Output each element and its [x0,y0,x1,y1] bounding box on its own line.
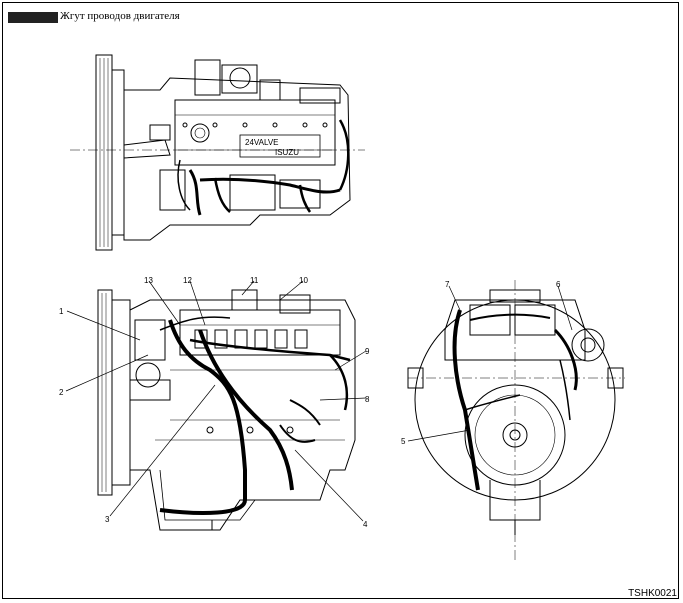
callout-8: 8 [365,395,370,404]
page-title: Жгут проводов двигателя [60,10,180,22]
engine-label-24valve: 24VALVE [245,138,279,147]
callout-6: 6 [556,280,561,289]
callout-4: 4 [363,520,368,529]
engine-top-view: 24VALVE ISUZU [70,54,365,251]
callout-13: 13 [144,276,153,285]
callout-2: 2 [59,388,64,397]
callout-leaders [65,280,573,522]
title-marker-bar [8,12,58,23]
callout-12: 12 [183,276,192,285]
callout-3: 3 [105,515,110,524]
callout-1: 1 [59,307,64,316]
callout-labels: 1 2 3 4 5 6 7 8 9 10 11 12 13 [59,276,561,529]
callout-7: 7 [445,280,450,289]
callout-9: 9 [365,347,370,356]
engine-front-view [407,280,625,560]
engine-label-isuzu: ISUZU [275,148,299,157]
callout-10: 10 [299,276,308,285]
figure-code: TSHK0021 [628,588,677,599]
callout-11: 11 [250,276,259,285]
callout-5: 5 [401,437,406,446]
engine-side-view [97,289,356,531]
